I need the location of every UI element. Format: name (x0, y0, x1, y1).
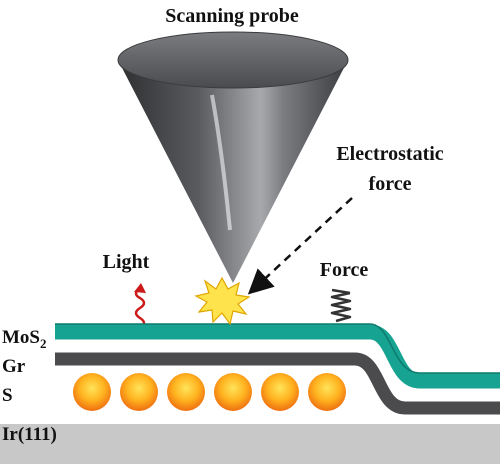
sulfur-atom (120, 373, 158, 411)
light-label: Light (103, 251, 150, 273)
layer-label-gr: Gr (2, 356, 26, 377)
electrostatic-arrow (247, 197, 353, 295)
scanning-probe (117, 31, 349, 283)
sulfur-atom (73, 373, 111, 411)
graphene-layer (55, 352, 500, 415)
layer-label-s: S (2, 385, 13, 406)
force-label: Force (320, 259, 369, 281)
sulfur-atom (308, 373, 346, 411)
ir-substrate (0, 424, 500, 464)
mos2-layer (55, 324, 500, 389)
probe-label: Scanning probe (165, 5, 299, 27)
electrostatic-label-line2: force (369, 173, 412, 195)
mos2-edge (55, 323, 500, 374)
sulfur-atom (167, 373, 205, 411)
layer-label-mos2: MoS2 (2, 327, 47, 351)
wavy-arrow-icon (134, 283, 146, 330)
spark-icon (194, 276, 251, 326)
spring-icon (330, 288, 352, 323)
electrostatic-label-line1: Electrostatic (336, 143, 443, 165)
sulfur-atoms (73, 373, 346, 411)
layer-label-ir: Ir(111) (2, 424, 57, 445)
sulfur-atom (261, 373, 299, 411)
sulfur-atom (214, 373, 252, 411)
